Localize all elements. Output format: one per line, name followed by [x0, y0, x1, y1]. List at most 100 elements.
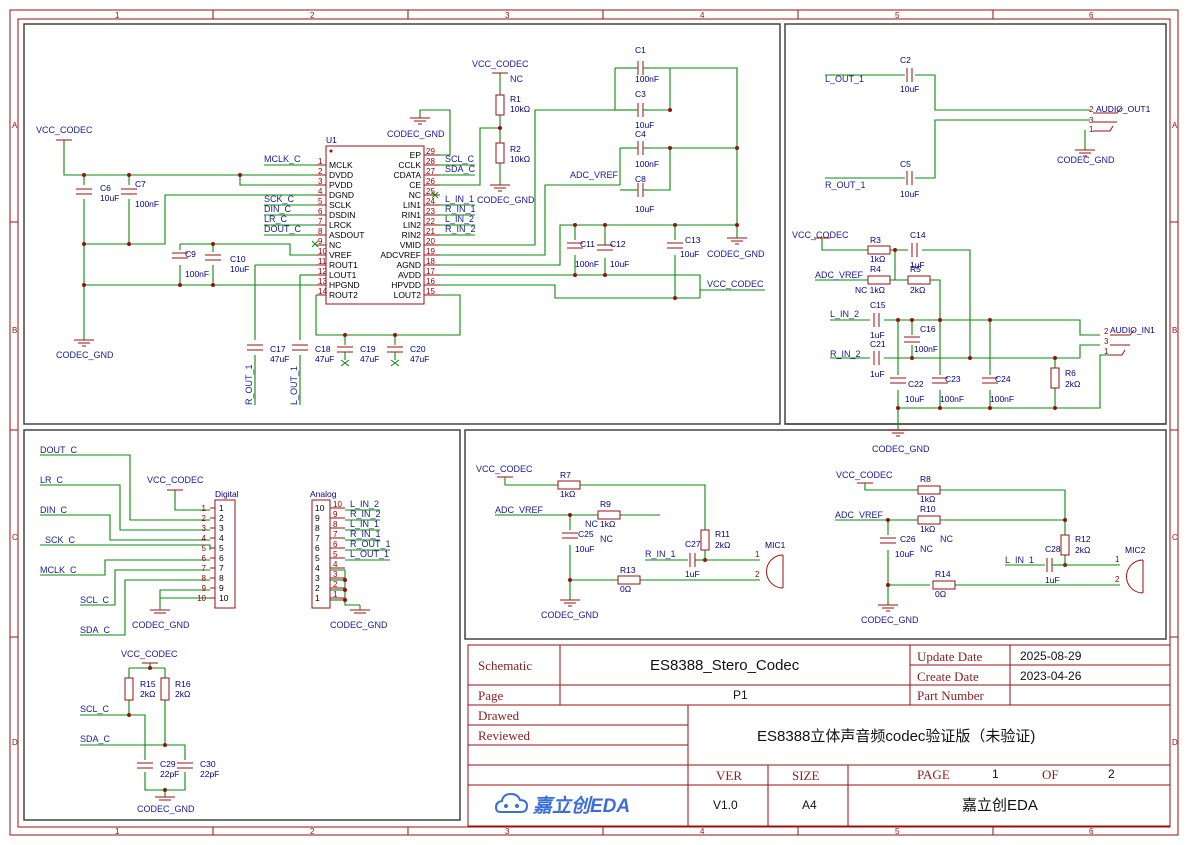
cap-c3[interactable]: C3 10uF: [630, 89, 654, 130]
cap-c10[interactable]: C10 10uF: [205, 254, 249, 274]
resistor-r7[interactable]: R7 1kΩ: [557, 470, 581, 499]
resistor-r11[interactable]: R11 2kΩ: [700, 529, 730, 551]
vcc-codec-label-3: VCC_CODEC: [707, 279, 764, 289]
resistor-r3[interactable]: R3 1kΩ: [867, 235, 891, 264]
mic1-symbol[interactable]: 1 2 MIC1: [755, 540, 786, 589]
cap-c20[interactable]: C20 47uF: [387, 344, 429, 364]
resistor-r16[interactable]: R16 2kΩ: [160, 677, 191, 701]
u1-pin-number: 3: [318, 177, 323, 186]
resistor-r9[interactable]: R9 NC 1kΩ NC: [585, 499, 621, 544]
u1-pin-number: 18: [426, 257, 435, 266]
resistor-r1[interactable]: R1 10kΩ: [495, 94, 530, 116]
tb-page-value: P1: [733, 688, 748, 702]
u1-pin-number: 29: [426, 147, 435, 156]
u1-pin-number: 12: [318, 267, 327, 276]
r8-value: 1kΩ: [920, 494, 935, 504]
cap-c29[interactable]: C29 22pF: [137, 759, 179, 779]
resistor-r5[interactable]: R5 2kΩ: [907, 264, 931, 295]
cap-c18[interactable]: C18 47uF: [292, 344, 334, 364]
u1-pin-number: 26: [426, 177, 435, 186]
resistor-r10[interactable]: R10 1kΩ NC: [917, 504, 953, 544]
codec-gnd-label-4: CODEC_GND: [707, 249, 765, 259]
r7-ref: R7: [560, 470, 571, 480]
u1-pin-name: ROUT2: [329, 290, 358, 300]
u1-pin-number: 16: [426, 277, 435, 286]
cap-c16[interactable]: C16 100nF: [904, 324, 938, 354]
resistor-r8[interactable]: R8 1kΩ: [917, 474, 941, 504]
cap-c28[interactable]: C28 1uF: [1045, 544, 1065, 585]
net-r-in-1-mic1: R_IN_1: [645, 549, 676, 559]
net-l-in-1-mic2: L_IN_1: [1005, 555, 1034, 565]
r11-value: 2kΩ: [715, 540, 730, 550]
resistor-r14[interactable]: R14 0Ω: [932, 569, 956, 599]
r15-ref: R15: [140, 679, 156, 689]
cap-c2[interactable]: C2 10uF: [900, 55, 919, 94]
cap-c24[interactable]: C24 100nF: [982, 374, 1014, 404]
r4-ref: R4: [870, 264, 881, 274]
cap-c14[interactable]: C14 1uF: [910, 230, 926, 270]
ruler-col-5: 5: [895, 11, 900, 20]
ruler-col-4: 4: [700, 11, 705, 20]
digital-pin-number-right: 10: [219, 593, 229, 603]
cap-c8[interactable]: C8 10uF: [630, 174, 654, 214]
cap-c9[interactable]: C9 100nF: [172, 249, 209, 279]
resistor-r6[interactable]: R6 2kΩ: [1050, 367, 1080, 389]
cap-c19[interactable]: C19 47uF: [337, 344, 379, 364]
resistor-r2[interactable]: R2 10kΩ: [495, 142, 530, 164]
cap-c30[interactable]: C30 22pF: [177, 759, 219, 779]
r1-value: 10kΩ: [510, 104, 530, 114]
digital-pin-number-right: 6: [219, 553, 224, 563]
analog-ref: Analog: [310, 489, 337, 499]
codec-gnd-label-10: CODEC_GND: [541, 610, 599, 620]
mic1-ref: MIC1: [765, 540, 786, 550]
audio-out1-ref: AUDIO_OUT1: [1096, 104, 1151, 114]
r6-value: 2kΩ: [1065, 379, 1080, 389]
r10-value: 1kΩ: [920, 524, 935, 534]
resistor-r13[interactable]: R13 0Ω: [617, 565, 641, 594]
cap-c26[interactable]: C26 10uF NC: [880, 534, 933, 559]
c22-value: 10uF: [905, 394, 924, 404]
digital-connector[interactable]: Digital: [214, 489, 239, 609]
cap-c27[interactable]: C27 1uF: [685, 539, 705, 579]
tb-update-date-label: Update Date: [917, 649, 983, 664]
audio-in1-jack[interactable]: 2 3 1 AUDIO_IN1: [1104, 325, 1155, 356]
cap-c1[interactable]: C1 100nF: [630, 45, 659, 84]
r3-value: 1kΩ: [870, 254, 885, 264]
cap-c25[interactable]: C25 10uF: [562, 529, 594, 554]
net-scl-c-pullup: SCL_C: [80, 704, 110, 714]
u1-pin-number: 5: [318, 197, 323, 206]
cap-c12[interactable]: C12 10uF: [597, 239, 629, 269]
u1-pin-number: 8: [318, 227, 323, 236]
cap-c13[interactable]: C13 10uF: [667, 235, 701, 259]
cap-c17[interactable]: C17 47uF: [247, 344, 289, 364]
cap-c21[interactable]: C21 1uF: [870, 339, 886, 379]
u1-right-wiring: CODEC_GND SCL_C SDA_C VCC_CODEC NC CODEC…: [82, 59, 765, 337]
analog-pin-number-right: 1: [333, 590, 338, 599]
net-din-c-conn: DIN_C: [40, 505, 68, 515]
resistor-r15[interactable]: R15 2kΩ: [124, 677, 156, 701]
c6-ref: C6: [100, 183, 111, 193]
cap-c4[interactable]: C4 100nF: [630, 129, 659, 169]
cap-c6[interactable]: C6 10uF: [76, 183, 119, 203]
net-l-in-2-analog: L_IN_2: [350, 499, 379, 509]
cap-c7[interactable]: C7 100nF: [121, 179, 159, 209]
resistor-r12[interactable]: R12 2kΩ: [1060, 534, 1091, 556]
mic2-symbol[interactable]: 1 2 MIC2: [1115, 545, 1146, 594]
cap-c15[interactable]: C15 1uF: [870, 300, 886, 340]
cap-c5[interactable]: C5 10uF: [900, 159, 919, 199]
u1-pin-number: 28: [426, 157, 435, 166]
analog-connector[interactable]: Analog: [310, 489, 337, 609]
audio-out1-jack[interactable]: 2 3 1 AUDIO_OUT1: [1089, 104, 1151, 134]
tb-page-total: 2: [1108, 767, 1115, 781]
c1-value: 100nF: [635, 74, 659, 84]
cap-c22[interactable]: C22 10uF: [890, 377, 924, 404]
digital-pin-number-left: 10: [197, 594, 206, 603]
analog-pin-number-right: 8: [333, 520, 338, 529]
cap-c11[interactable]: C11 100nF: [567, 239, 599, 269]
u1-pin-name: PVDD: [329, 180, 353, 190]
c30-ref: C30: [200, 759, 216, 769]
cap-c23[interactable]: C23 100nF: [932, 374, 964, 404]
resistor-r4[interactable]: R4 NC 1kΩ: [855, 264, 891, 295]
net-r-in-2-analog: R_IN_2: [350, 509, 381, 519]
r6-ref: R6: [1065, 368, 1076, 378]
